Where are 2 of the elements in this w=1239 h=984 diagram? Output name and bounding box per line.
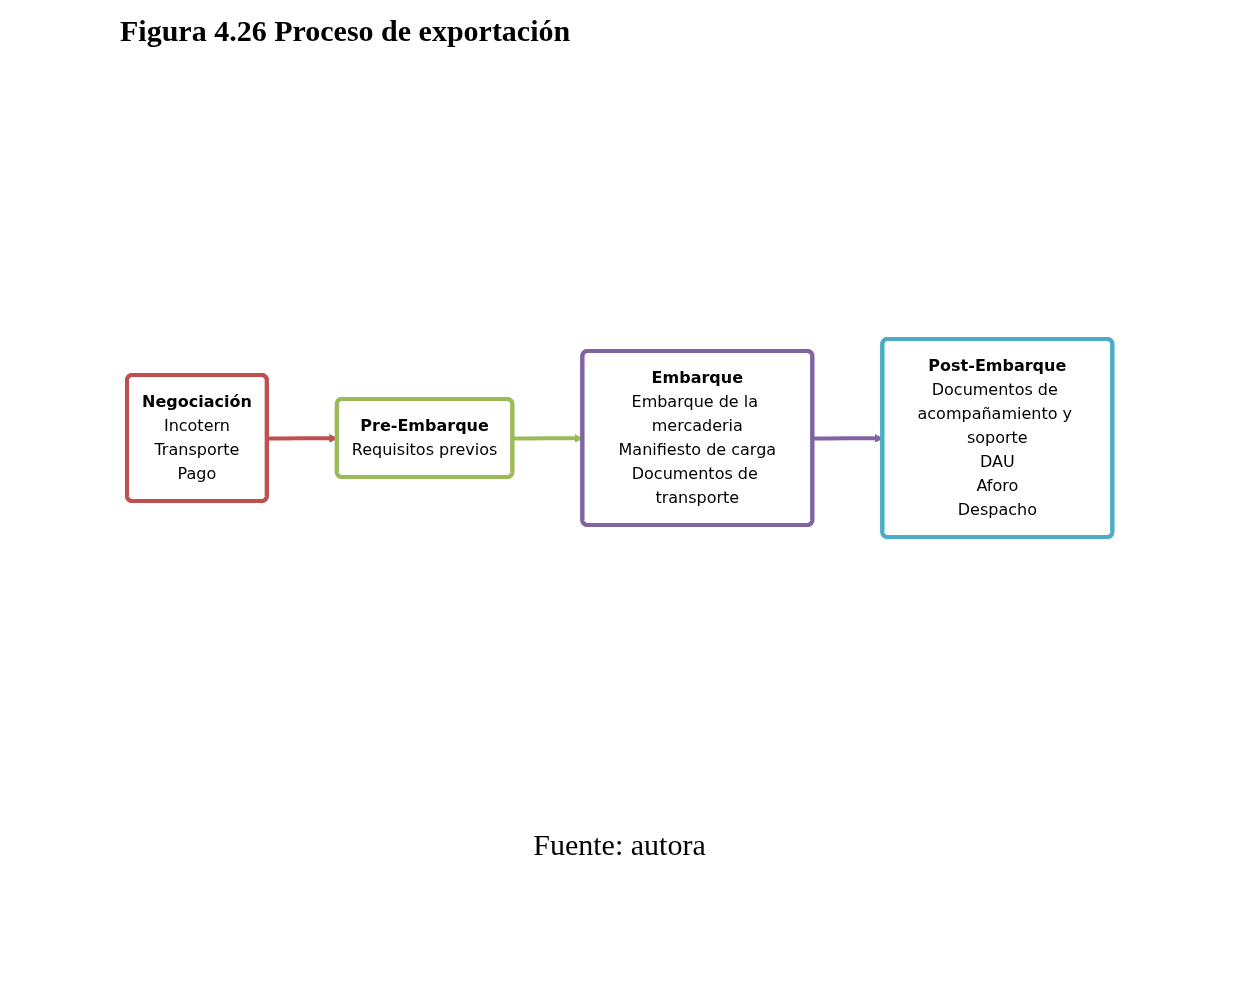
source-caption: Fuente: autora <box>532 828 707 862</box>
figure-title: Figura 4.26 Proceso de exportación <box>120 14 572 48</box>
